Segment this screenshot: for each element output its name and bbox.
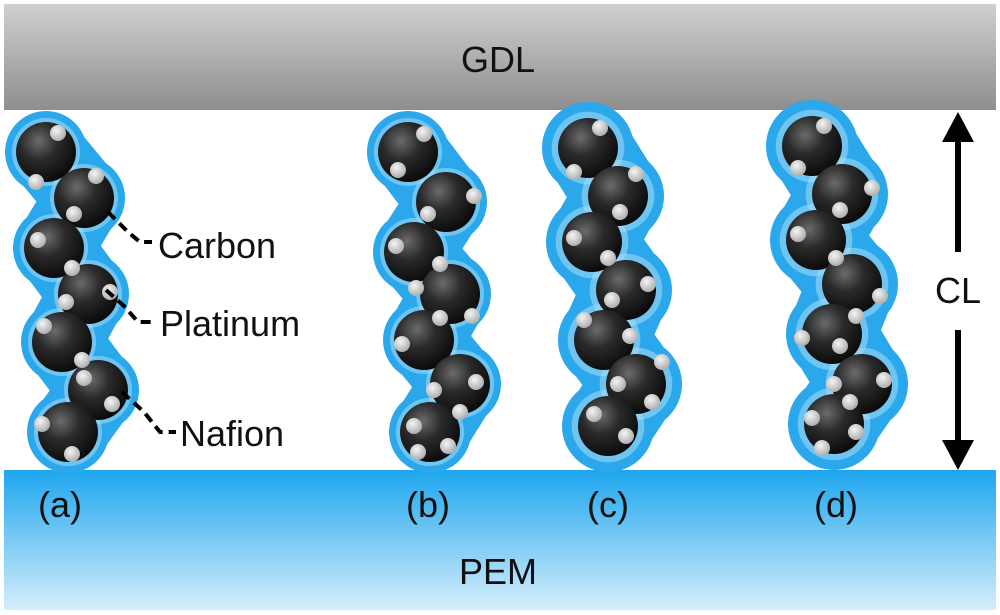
carbon-particle xyxy=(812,164,872,224)
platinum-particle xyxy=(828,250,844,266)
platinum-particle xyxy=(654,354,670,370)
platinum-particle xyxy=(790,226,806,242)
platinum-particle xyxy=(816,118,832,134)
platinum-particle xyxy=(30,232,46,248)
legend-platinum: Platinum xyxy=(160,303,300,344)
platinum-particle xyxy=(832,202,848,218)
platinum-particle xyxy=(814,440,830,456)
platinum-particle xyxy=(640,276,656,292)
platinum-particle xyxy=(432,256,448,272)
platinum-particle xyxy=(34,416,50,432)
gdl-label: GDL xyxy=(461,39,535,80)
platinum-particle xyxy=(612,204,628,220)
legend-nafion: Nafion xyxy=(180,413,284,454)
platinum-particle xyxy=(416,126,432,142)
platinum-particle xyxy=(864,180,880,196)
carbon-particle xyxy=(16,122,76,182)
platinum-particle xyxy=(440,438,456,454)
pem-label: PEM xyxy=(459,551,537,592)
platinum-leader-line xyxy=(104,288,152,324)
platinum-particle xyxy=(576,312,592,328)
platinum-particle xyxy=(426,382,442,398)
panel-label-d: (d) xyxy=(814,484,858,525)
platinum-particle xyxy=(452,404,468,420)
platinum-particle xyxy=(58,294,74,310)
platinum-particle xyxy=(586,406,602,422)
pem-block xyxy=(4,470,996,610)
cl-arrowhead-up xyxy=(942,112,974,142)
carbon-particle xyxy=(58,264,118,324)
carbon-particle xyxy=(54,168,114,228)
platinum-particle xyxy=(804,410,820,426)
platinum-particle xyxy=(794,330,810,346)
platinum-particle xyxy=(566,230,582,246)
agglomerate-d xyxy=(766,100,908,470)
carbon-particle xyxy=(822,254,882,314)
platinum-particle xyxy=(76,370,92,386)
platinum-particle xyxy=(600,250,616,266)
agglomerate-chains xyxy=(5,100,908,473)
panel-label-b: (b) xyxy=(406,484,450,525)
agglomerate-b xyxy=(367,111,501,473)
platinum-particle xyxy=(628,166,644,182)
platinum-particle xyxy=(50,125,66,141)
platinum-particle xyxy=(566,164,582,180)
cl-label: CL xyxy=(935,270,981,311)
platinum-particle xyxy=(388,238,404,254)
platinum-particle xyxy=(876,372,892,388)
platinum-particle xyxy=(464,308,480,324)
platinum-particle xyxy=(408,280,424,296)
platinum-particle xyxy=(872,288,888,304)
platinum-particle xyxy=(790,160,806,176)
agglomerate-a xyxy=(5,111,139,473)
panel-label-c: (c) xyxy=(587,484,629,525)
gdl-block xyxy=(4,4,996,110)
platinum-particle xyxy=(104,396,120,412)
platinum-particle xyxy=(466,188,482,204)
carbon-particle xyxy=(578,396,638,456)
pem-layer: PEM xyxy=(4,470,996,610)
platinum-particle xyxy=(826,376,842,392)
platinum-particle xyxy=(468,374,484,390)
carbon-particle xyxy=(430,354,490,414)
platinum-particle xyxy=(28,174,44,190)
platinum-particle xyxy=(842,394,858,410)
carbon-leader-line xyxy=(106,210,152,244)
platinum-particle xyxy=(420,206,436,222)
platinum-particle xyxy=(610,376,626,392)
platinum-particle xyxy=(64,446,80,462)
platinum-particle xyxy=(88,168,104,184)
platinum-particle xyxy=(390,162,406,178)
legend-carbon: Carbon xyxy=(158,225,276,266)
platinum-particle xyxy=(592,120,608,136)
gdl-layer: GDL xyxy=(4,4,996,110)
platinum-particle xyxy=(832,338,848,354)
platinum-particle xyxy=(604,292,620,308)
carbon-particle xyxy=(420,264,480,324)
cl-arrowhead-down xyxy=(942,440,974,470)
cl-thickness-arrow: CL xyxy=(935,112,981,470)
platinum-particle xyxy=(410,444,426,460)
platinum-particle xyxy=(622,328,638,344)
agglomerate-c xyxy=(542,102,682,472)
panel-label-a: (a) xyxy=(38,484,82,525)
platinum-particle xyxy=(848,308,864,324)
platinum-particle xyxy=(618,428,634,444)
platinum-particle xyxy=(64,260,80,276)
platinum-particle xyxy=(74,352,90,368)
carbon-particle xyxy=(416,172,476,232)
carbon-particle xyxy=(384,222,444,282)
platinum-particle xyxy=(36,318,52,334)
platinum-particle xyxy=(644,394,660,410)
platinum-particle xyxy=(394,336,410,352)
legend: Carbon Platinum Nafion xyxy=(104,210,300,454)
platinum-particle xyxy=(848,424,864,440)
platinum-particle xyxy=(66,206,82,222)
platinum-particle xyxy=(432,310,448,326)
platinum-particle xyxy=(406,418,422,434)
carbon-particle xyxy=(38,402,98,462)
